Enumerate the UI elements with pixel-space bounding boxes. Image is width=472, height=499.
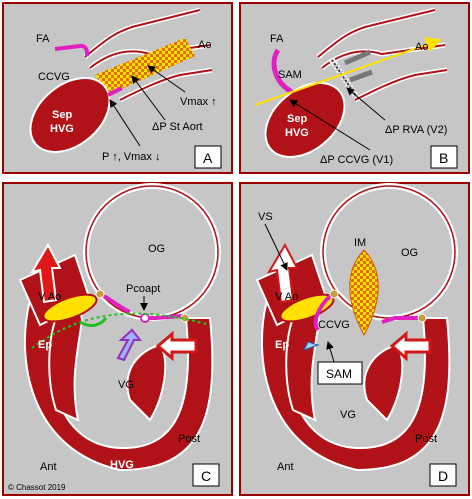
panel-tag-box: [430, 145, 458, 169]
label-hvg: HVG: [110, 459, 134, 471]
posterior-mitral-leaflet: [381, 316, 419, 324]
label-dp-rva: ΔP RVA (V2): [385, 124, 447, 136]
green-angle-mark: [79, 317, 108, 327]
label-ep: Ep: [275, 339, 289, 351]
posterior-mitral-leaflet: [148, 314, 183, 320]
label-fa: FA: [36, 33, 50, 45]
annulus-point: [95, 289, 105, 299]
label-ao: Ao: [415, 41, 428, 53]
label-pcoapt: Pcoapt: [126, 283, 160, 295]
sam-label-box: [317, 361, 363, 385]
left-ventricle-wall: [24, 298, 214, 472]
septal-hypertrophy: [264, 82, 346, 158]
turbulent-jet: [95, 38, 195, 95]
label-vmax: Vmax ↑: [180, 96, 217, 108]
posterior-force-arrow: [155, 330, 198, 362]
label-og: OG: [148, 243, 165, 255]
left-ventricle-wall: [261, 298, 451, 472]
panel-tag: C: [201, 468, 211, 484]
label-og: OG: [401, 247, 418, 259]
label-dp-ccvg: ΔP CCVG (V1): [320, 154, 393, 166]
panel-tag: B: [439, 150, 448, 166]
label-ccvg: CCVG: [38, 71, 70, 83]
posterior-force-arrow: [389, 330, 432, 362]
mitral-leaflet: [54, 43, 90, 57]
panel-tag-box: [192, 463, 220, 487]
label-ao: Ao: [198, 39, 211, 51]
flow-direction-line: [254, 37, 442, 106]
panel-c: OG V Ao Pcoapt Ep VG Post Ant HVG © Chas…: [2, 182, 233, 496]
label-hvg: HVG: [285, 127, 309, 139]
panel-tag: A: [203, 150, 213, 166]
ejection-arrow: [29, 242, 62, 304]
septal-hypertrophy: [29, 77, 111, 153]
label-vg: VG: [118, 379, 134, 391]
label-vao: V Ao: [275, 291, 298, 303]
label-ant: Ant: [277, 461, 294, 473]
label-post: Post: [415, 433, 437, 445]
panel-tag-box: [429, 463, 457, 487]
blue-flow-arrow: [302, 341, 320, 351]
ejection-arrow: [266, 242, 299, 304]
label-dp-st-aort: ΔP St Aort: [152, 121, 203, 133]
label-hvg: HVG: [50, 123, 74, 135]
label-vao: V Ao: [38, 291, 61, 303]
coaptation-point: [140, 313, 150, 323]
label-vs: VS: [258, 211, 273, 223]
sam-leaflet: [313, 294, 332, 332]
label-sam: SAM: [326, 367, 352, 381]
label-p-vmax: P ↑, Vmax ↓: [102, 151, 160, 163]
label-sep: Sep: [52, 109, 72, 121]
flow-bar: [343, 49, 372, 66]
panel-a: FA Ao CCVG Sep HVG Vmax ↑ ΔP St Aort P ↑…: [2, 2, 233, 174]
aortic-valve: [42, 293, 98, 323]
drag-force-arrow: [116, 328, 143, 362]
mitral-regurgitation-jet: [349, 249, 379, 337]
label-ep: Ep: [38, 339, 52, 351]
panel-tag: D: [438, 468, 448, 484]
panel-d: VS IM OG V Ao CCVG Ep SAM VG Post Ant D: [239, 182, 470, 496]
label-sep: Sep: [287, 113, 307, 125]
annulus-point: [417, 313, 427, 323]
label-sam: SAM: [278, 69, 302, 81]
panel-tag-box: [194, 145, 222, 169]
copyright-text: © Chassot 2019: [8, 483, 66, 492]
label-ccvg: CCVG: [318, 319, 350, 331]
panel-b: FA Ao SAM Sep HVG ΔP RVA (V2) ΔP CCVG (V…: [239, 2, 470, 174]
label-vg: VG: [340, 409, 356, 421]
label-ant: Ant: [40, 461, 57, 473]
label-fa: FA: [270, 33, 284, 45]
label-im: IM: [354, 237, 366, 249]
label-post: Post: [178, 433, 200, 445]
annulus-point: [329, 289, 339, 299]
sam-leaflet: [271, 48, 294, 95]
flow-bar: [349, 69, 373, 83]
